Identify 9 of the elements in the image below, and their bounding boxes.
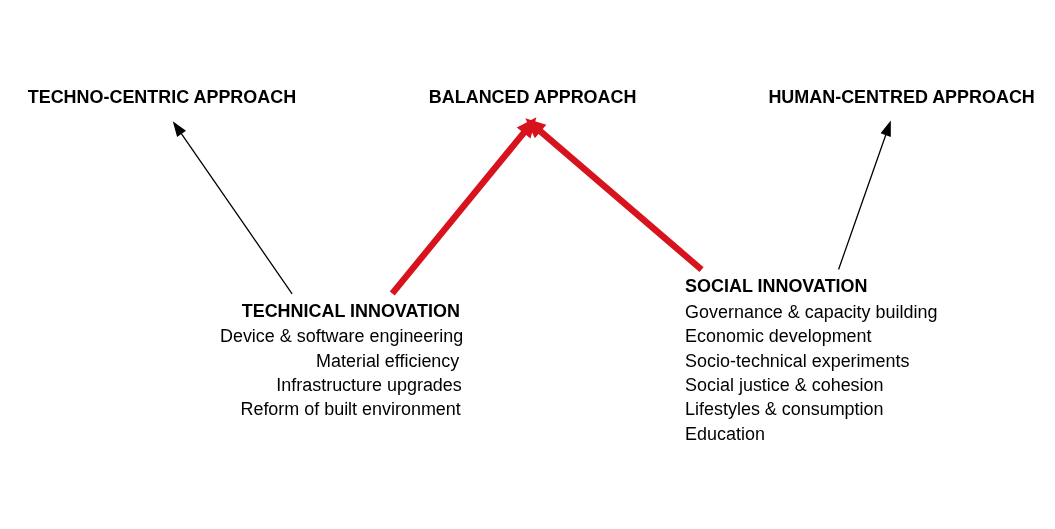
node-text: TECHNICAL INNOVATION Device & software engineering Material efficiency Infrastructure upgrades Reform of built environment xyxy=(219,300,464,420)
node-text: SOCIAL INNOVATION Governance & capacity building Economic development Socio-technical experiments Social justice & cohesion Lifestyles & consumption Education xyxy=(685,276,938,444)
arrow xyxy=(389,117,537,296)
node-text: BALANCED APPROACH xyxy=(428,87,637,108)
arrow xyxy=(172,121,293,295)
arrow xyxy=(525,118,704,272)
node-text: TECHNO-CENTRIC APPROACH xyxy=(27,87,297,108)
node-text: HUMAN-CENTRED APPROACH xyxy=(768,87,1035,108)
arrow xyxy=(837,120,891,271)
